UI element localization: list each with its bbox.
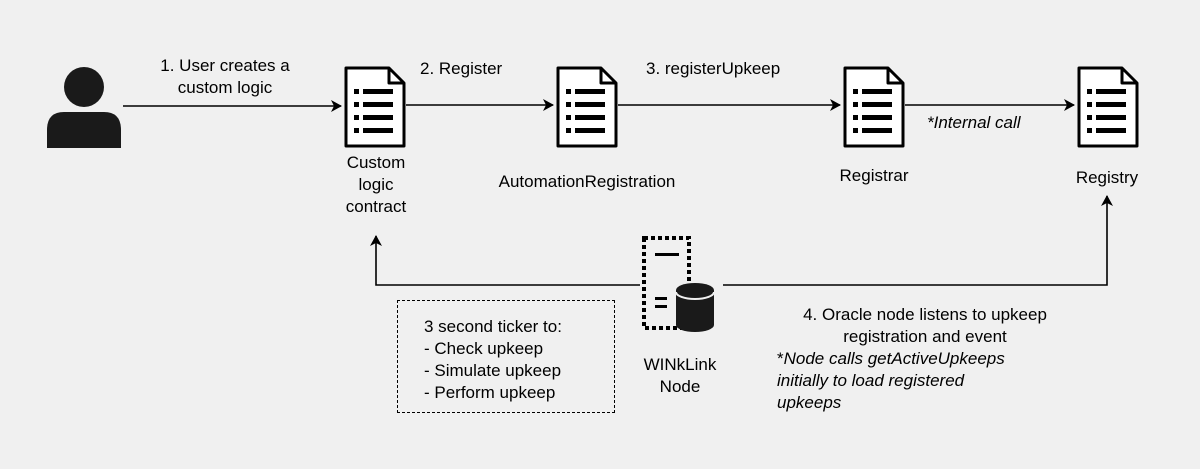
node-calls-note-text: Node calls getActiveUpkeeps initially to… bbox=[777, 349, 1005, 412]
ticker-note-text: 3 second ticker to: - Check upkeep - Sim… bbox=[424, 317, 562, 402]
automation-registration-label: AutomationRegistration bbox=[498, 172, 676, 191]
document-icon-registrar bbox=[843, 66, 905, 148]
arrow-node-to-registry bbox=[723, 195, 1113, 286]
custom-logic-contract-label: Custom logic contract bbox=[345, 153, 407, 216]
server-icon bbox=[642, 236, 691, 330]
document-icon-registry bbox=[1077, 66, 1139, 148]
user-icon bbox=[47, 67, 121, 148]
arrow-node-to-contract bbox=[370, 235, 640, 286]
step4-label: 4. Oracle node listens to upkeep registr… bbox=[803, 305, 1047, 346]
step1-label: 1. User creates a custom logic bbox=[160, 56, 290, 97]
document-icon-custom-contract bbox=[344, 66, 406, 148]
internal-call-label: *Internal call bbox=[927, 113, 1021, 132]
node-calls-note: *Node calls getActiveUpkeeps initially t… bbox=[777, 348, 1005, 414]
registry-label: Registry bbox=[1075, 168, 1139, 187]
step3-label: 3. registerUpkeep bbox=[646, 59, 781, 78]
database-icon bbox=[675, 283, 715, 332]
document-icon-automation-registration bbox=[556, 66, 618, 148]
ticker-note-box: 3 second ticker to: - Check upkeep - Sim… bbox=[397, 300, 615, 413]
registrar-label: Registrar bbox=[839, 166, 909, 185]
winklink-node-label: WINkLink Node bbox=[643, 355, 717, 396]
step2-label: 2. Register bbox=[420, 59, 503, 78]
note-asterisk: * bbox=[777, 349, 784, 368]
